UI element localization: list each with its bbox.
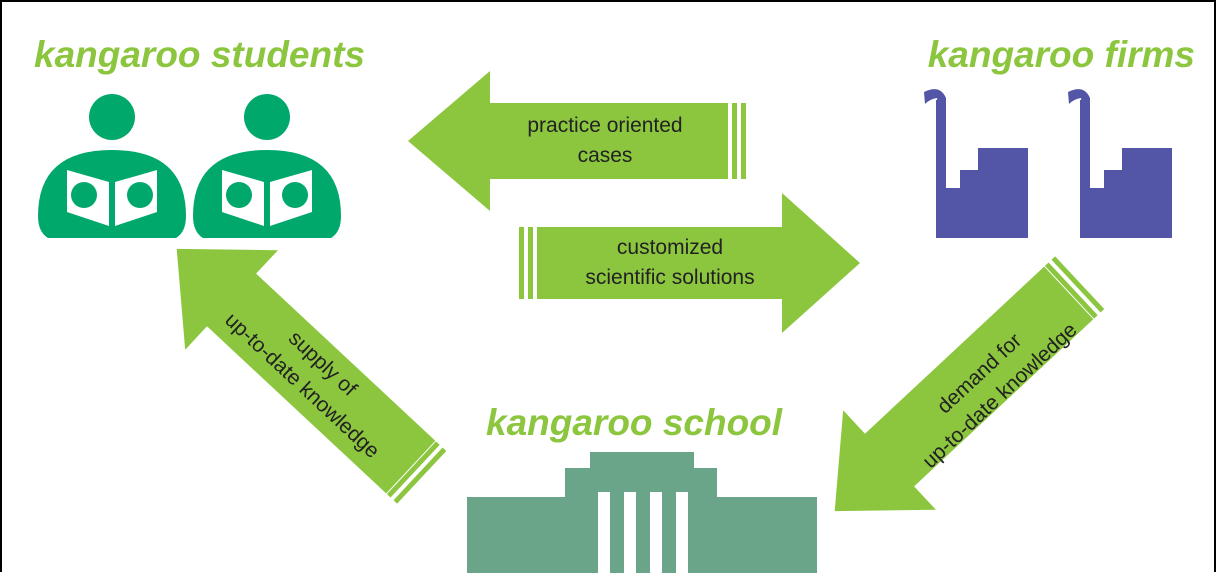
school-title: kangaroo school xyxy=(486,402,783,443)
school-building-icon xyxy=(467,452,817,573)
customized-solutions-line-1: customized xyxy=(616,236,724,259)
customized-solutions-label: customized scientific solutions xyxy=(540,233,800,293)
firms-title: kangaroo firms xyxy=(927,34,1195,75)
factory-icon xyxy=(1068,89,1172,238)
practice-cases-line-2: cases xyxy=(577,144,633,167)
reading-person-icon xyxy=(38,94,186,238)
practice-cases-arrow xyxy=(408,71,746,211)
practice-cases-line-1: practice oriented xyxy=(527,114,683,137)
customized-solutions-arrow xyxy=(519,193,860,333)
reading-person-icon xyxy=(193,94,341,238)
students-title: kangaroo students xyxy=(34,34,365,75)
customized-solutions-line-2: scientific solutions xyxy=(585,266,755,289)
demand-knowledge-arrow xyxy=(834,256,1105,512)
supply-knowledge-arrow xyxy=(176,248,447,504)
practice-cases-label: practice oriented cases xyxy=(470,111,740,171)
factory-icon xyxy=(924,89,1028,238)
